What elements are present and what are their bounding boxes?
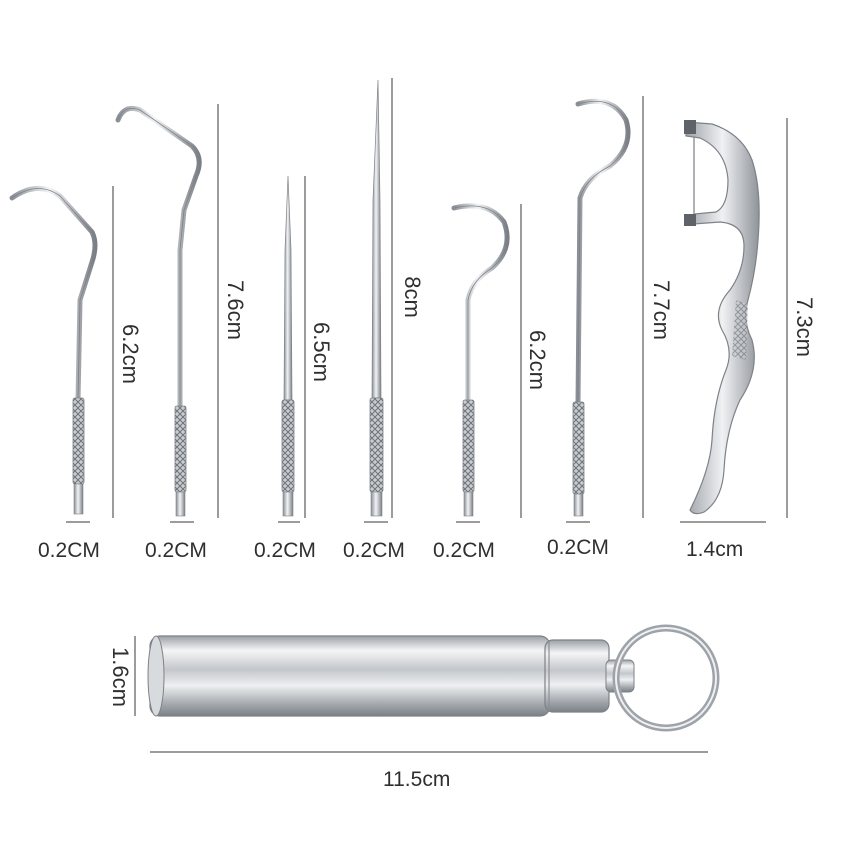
storage-case bbox=[147, 624, 720, 732]
width-label-6: 0.2CM bbox=[547, 536, 609, 559]
width-label-1: 0.2CM bbox=[38, 539, 100, 562]
hook-pick-2 bbox=[115, 105, 202, 517]
needle-pick-1 bbox=[281, 175, 295, 517]
long-curved-hook bbox=[572, 98, 631, 517]
width-label-4: 0.2CM bbox=[343, 539, 405, 562]
case-diameter-label: 1.6cm bbox=[107, 647, 133, 707]
length-label-3: 6.5cm bbox=[308, 322, 334, 382]
hook-pick-1 bbox=[9, 186, 98, 515]
length-label-6: 7.7cm bbox=[648, 280, 674, 340]
length-label-5: 6.2cm bbox=[524, 330, 550, 390]
width-label-7: 1.4cm bbox=[686, 538, 744, 561]
dimension-lines bbox=[66, 78, 788, 753]
width-label-2: 0.2CM bbox=[145, 539, 207, 562]
width-label-5: 0.2CM bbox=[433, 539, 495, 562]
key-ring bbox=[612, 624, 720, 732]
width-label-3: 0.2CM bbox=[254, 539, 316, 562]
length-label-2: 7.6cm bbox=[222, 280, 248, 340]
length-label-1: 6.2cm bbox=[117, 324, 143, 384]
curved-hook bbox=[451, 203, 510, 517]
case-length-label: 11.5cm bbox=[383, 768, 451, 791]
floss-pick bbox=[684, 120, 760, 515]
length-label-4: 8cm bbox=[399, 276, 425, 318]
length-label-7: 7.3cm bbox=[791, 297, 817, 357]
needle-pick-2 bbox=[369, 79, 384, 517]
